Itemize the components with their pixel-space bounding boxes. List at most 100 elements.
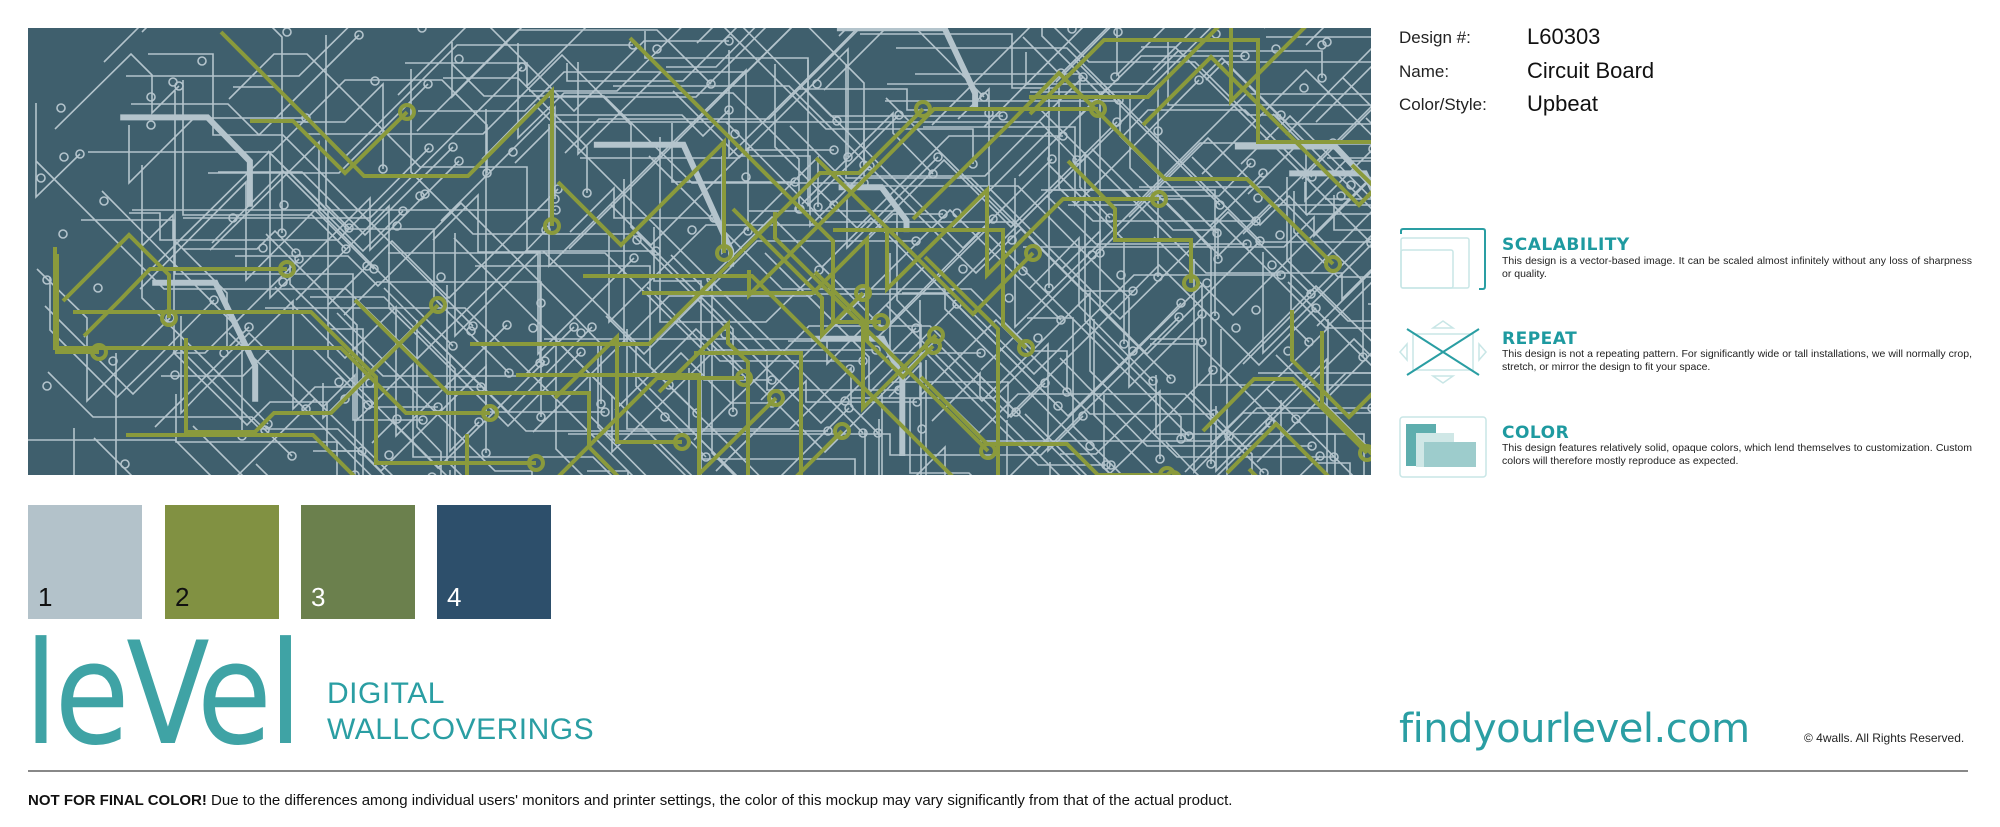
solder-pad xyxy=(1044,283,1054,293)
circuit-trace xyxy=(1316,270,1371,327)
solder-pad xyxy=(1128,346,1138,356)
accent-trace xyxy=(126,433,356,475)
solder-pad xyxy=(527,454,545,472)
accent-trace xyxy=(82,267,287,338)
solder-pad xyxy=(344,223,354,233)
solder-pad xyxy=(1224,431,1234,441)
solder-pad xyxy=(673,433,691,451)
solder-pad xyxy=(600,407,610,417)
circuit-trace xyxy=(885,97,1247,245)
level-logo: leVel xyxy=(24,612,302,777)
circuit-trace xyxy=(1189,391,1321,475)
solder-pad xyxy=(914,100,932,118)
color-text: This design features relatively solid, o… xyxy=(1502,442,1972,467)
solder-pad xyxy=(1324,255,1342,273)
solder-pad xyxy=(1128,286,1138,296)
accent-trace xyxy=(813,270,938,413)
circuit-trace xyxy=(555,336,584,475)
accent-trace xyxy=(747,107,1098,300)
solder-pad xyxy=(502,320,512,330)
solder-pad xyxy=(415,191,425,201)
accent-trace xyxy=(583,274,954,475)
divider xyxy=(28,770,1968,772)
solder-pad xyxy=(715,244,733,262)
circuit-trace xyxy=(1193,259,1371,474)
solder-pad xyxy=(651,246,661,256)
solder-pad xyxy=(278,277,288,287)
color-style-label: Color/Style: xyxy=(1399,95,1487,114)
solder-pad xyxy=(1119,339,1129,349)
circuit-trace xyxy=(564,28,862,154)
solder-pad xyxy=(454,156,464,166)
solder-pad xyxy=(1110,72,1120,82)
repeat-text: This design is not a repeating pattern. … xyxy=(1502,348,1972,373)
solder-pad xyxy=(833,422,851,440)
solder-pad xyxy=(90,343,108,361)
accent-trace xyxy=(184,303,440,434)
solder-pad xyxy=(392,221,402,231)
circuit-trace xyxy=(418,28,793,112)
solder-pad xyxy=(1276,270,1286,280)
solder-pad xyxy=(424,143,434,153)
solder-pad xyxy=(979,92,989,102)
solder-pad xyxy=(767,375,777,385)
solder-pad xyxy=(576,347,586,357)
solder-pad xyxy=(958,264,968,274)
circuit-trace xyxy=(148,53,474,327)
design-number-value: L60303 xyxy=(1527,24,1601,49)
solder-pad xyxy=(706,79,716,89)
solder-pad xyxy=(1259,468,1269,475)
accent-trace xyxy=(1320,331,1371,456)
circuit-trace xyxy=(1220,284,1371,384)
circuit-trace xyxy=(568,316,1180,456)
solder-pad xyxy=(1251,305,1261,315)
solder-pad xyxy=(420,189,430,199)
name-value: Circuit Board xyxy=(1527,58,1655,83)
solder-pad xyxy=(1106,460,1116,470)
solder-pad xyxy=(576,328,586,338)
solder-pad xyxy=(528,323,538,333)
circuit-trace xyxy=(626,329,879,434)
circuit-trace xyxy=(517,43,800,209)
solder-pad xyxy=(1184,431,1194,441)
solder-pad xyxy=(1336,191,1346,201)
circuit-trace xyxy=(1191,149,1371,227)
solder-pad xyxy=(392,414,402,424)
circuit-trace xyxy=(211,169,404,253)
solder-pad xyxy=(418,415,428,425)
solder-pad xyxy=(108,356,118,366)
solder-pad xyxy=(398,206,408,216)
accent-trace xyxy=(628,36,881,324)
solder-pad xyxy=(1182,274,1200,292)
solder-pad xyxy=(1089,100,1107,118)
circuit-trace xyxy=(218,146,454,237)
circuit-trace xyxy=(909,398,973,475)
solder-pad xyxy=(279,200,289,210)
solder-pad xyxy=(596,399,606,409)
circuit-trace xyxy=(416,320,442,475)
circuit-trace xyxy=(610,146,749,247)
solder-pad xyxy=(42,275,52,285)
circuit-trace xyxy=(1150,338,1371,386)
circuit-trace xyxy=(648,155,1068,392)
circuit-trace xyxy=(432,193,541,363)
circuit-trace xyxy=(801,111,934,205)
circuit-trace xyxy=(1242,105,1371,235)
solder-pad xyxy=(1078,411,1088,421)
circuit-trace xyxy=(182,80,347,250)
website-link[interactable]: findyourlevel.com xyxy=(1399,706,1750,752)
solder-pad xyxy=(1265,418,1275,428)
accent-trace xyxy=(731,207,865,340)
solder-pad xyxy=(209,295,219,305)
wide-trace xyxy=(152,279,259,402)
solder-pad xyxy=(587,322,597,332)
color-swatch-1: 1 xyxy=(28,505,142,619)
solder-pad xyxy=(258,243,268,253)
solder-pad xyxy=(228,213,238,223)
solder-pad xyxy=(1024,244,1042,262)
circuit-trace xyxy=(265,233,613,475)
circuit-trace xyxy=(1256,337,1371,436)
accent-trace xyxy=(1028,38,1371,144)
solder-pad xyxy=(933,152,943,162)
circuit-trace xyxy=(1091,148,1219,259)
